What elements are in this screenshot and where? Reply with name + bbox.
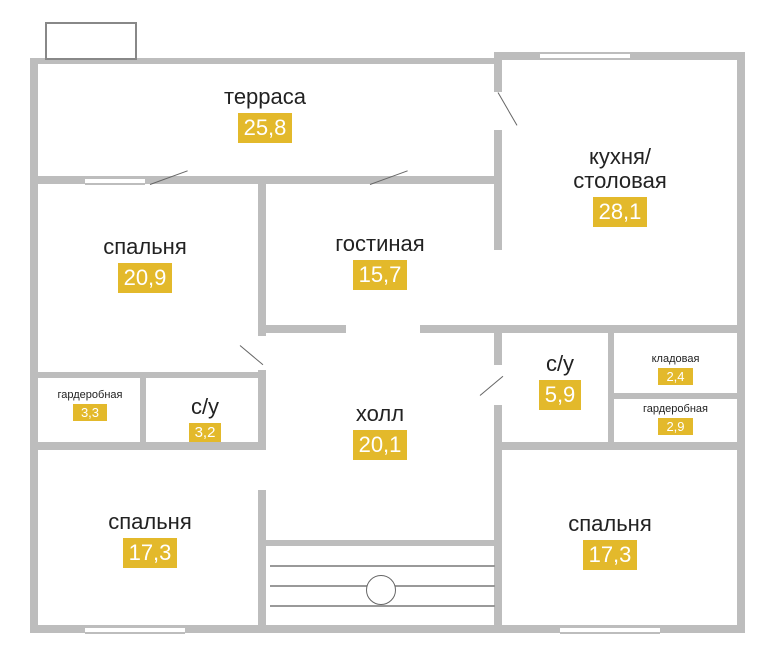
room-name: гардеробная bbox=[57, 389, 123, 401]
area-badge: 17,3 bbox=[582, 540, 638, 570]
wall bbox=[494, 325, 502, 365]
room-name: спальня bbox=[568, 511, 652, 536]
terrace-steps bbox=[45, 22, 137, 60]
door bbox=[239, 345, 264, 366]
area-badge: 20,9 bbox=[117, 263, 173, 293]
room-name: с/у bbox=[190, 394, 220, 419]
room-name: холл bbox=[355, 401, 405, 426]
area-badge: 5,9 bbox=[538, 380, 582, 410]
wall bbox=[494, 52, 502, 92]
wall bbox=[30, 58, 500, 64]
room-name: терраса bbox=[223, 84, 306, 109]
room-name: с/у bbox=[545, 351, 575, 376]
wall bbox=[494, 130, 502, 250]
room-bedroom-1: спальня 20,9 bbox=[80, 235, 210, 293]
wall bbox=[502, 442, 742, 450]
room-terrace: терраса 25,8 bbox=[200, 85, 330, 143]
room-bathroom-1: с/у 3,2 bbox=[160, 395, 250, 442]
room-name: спальня bbox=[108, 509, 192, 534]
window bbox=[540, 52, 630, 60]
wall bbox=[494, 405, 502, 630]
area-badge: 3,2 bbox=[188, 423, 222, 442]
window bbox=[560, 626, 660, 634]
area-badge: 3,3 bbox=[72, 404, 108, 421]
step bbox=[270, 605, 495, 607]
area-badge: 28,1 bbox=[592, 197, 648, 227]
room-name: гостиная bbox=[335, 231, 425, 256]
entrance-arrow-icon bbox=[366, 575, 396, 605]
wall bbox=[30, 372, 265, 378]
step bbox=[270, 565, 495, 567]
room-bathroom-2: с/у 5,9 bbox=[525, 352, 595, 410]
room-living: гостиная 15,7 bbox=[315, 232, 445, 290]
room-bedroom-2: спальня 17,3 bbox=[85, 510, 215, 568]
room-hall: холл 20,1 bbox=[315, 402, 445, 460]
area-badge: 15,7 bbox=[352, 260, 408, 290]
door bbox=[479, 375, 504, 396]
area-badge: 20,1 bbox=[352, 430, 408, 460]
wall bbox=[258, 490, 266, 630]
area-badge: 17,3 bbox=[122, 538, 178, 568]
wall bbox=[258, 176, 266, 336]
room-name: гардеробная bbox=[643, 403, 708, 415]
room-bedroom-3: спальня 17,3 bbox=[545, 512, 675, 570]
room-storage: кладовая 2,4 bbox=[618, 352, 733, 385]
wall bbox=[608, 330, 614, 445]
room-name: кладовая bbox=[651, 353, 700, 365]
window bbox=[85, 177, 145, 185]
area-badge: 2,4 bbox=[658, 368, 693, 385]
window bbox=[85, 626, 185, 634]
room-kitchen: кухня/ столовая 28,1 bbox=[555, 145, 685, 227]
wall bbox=[737, 52, 745, 632]
room-name: спальня bbox=[103, 234, 187, 259]
room-name: кухня/ столовая bbox=[573, 144, 667, 193]
wall bbox=[266, 540, 498, 546]
door bbox=[497, 92, 518, 126]
wall bbox=[140, 378, 146, 444]
area-badge: 25,8 bbox=[237, 113, 293, 143]
room-wardrobe-2: гардеробная 2,9 bbox=[618, 402, 733, 435]
wall bbox=[608, 393, 740, 399]
area-badge: 2,9 bbox=[658, 418, 693, 435]
wall bbox=[420, 325, 740, 333]
room-wardrobe-1: гардеробная 3,3 bbox=[40, 388, 140, 421]
wall bbox=[266, 325, 346, 333]
wall bbox=[258, 370, 266, 450]
wall bbox=[30, 625, 745, 633]
wall bbox=[30, 442, 265, 450]
wall bbox=[30, 58, 38, 633]
